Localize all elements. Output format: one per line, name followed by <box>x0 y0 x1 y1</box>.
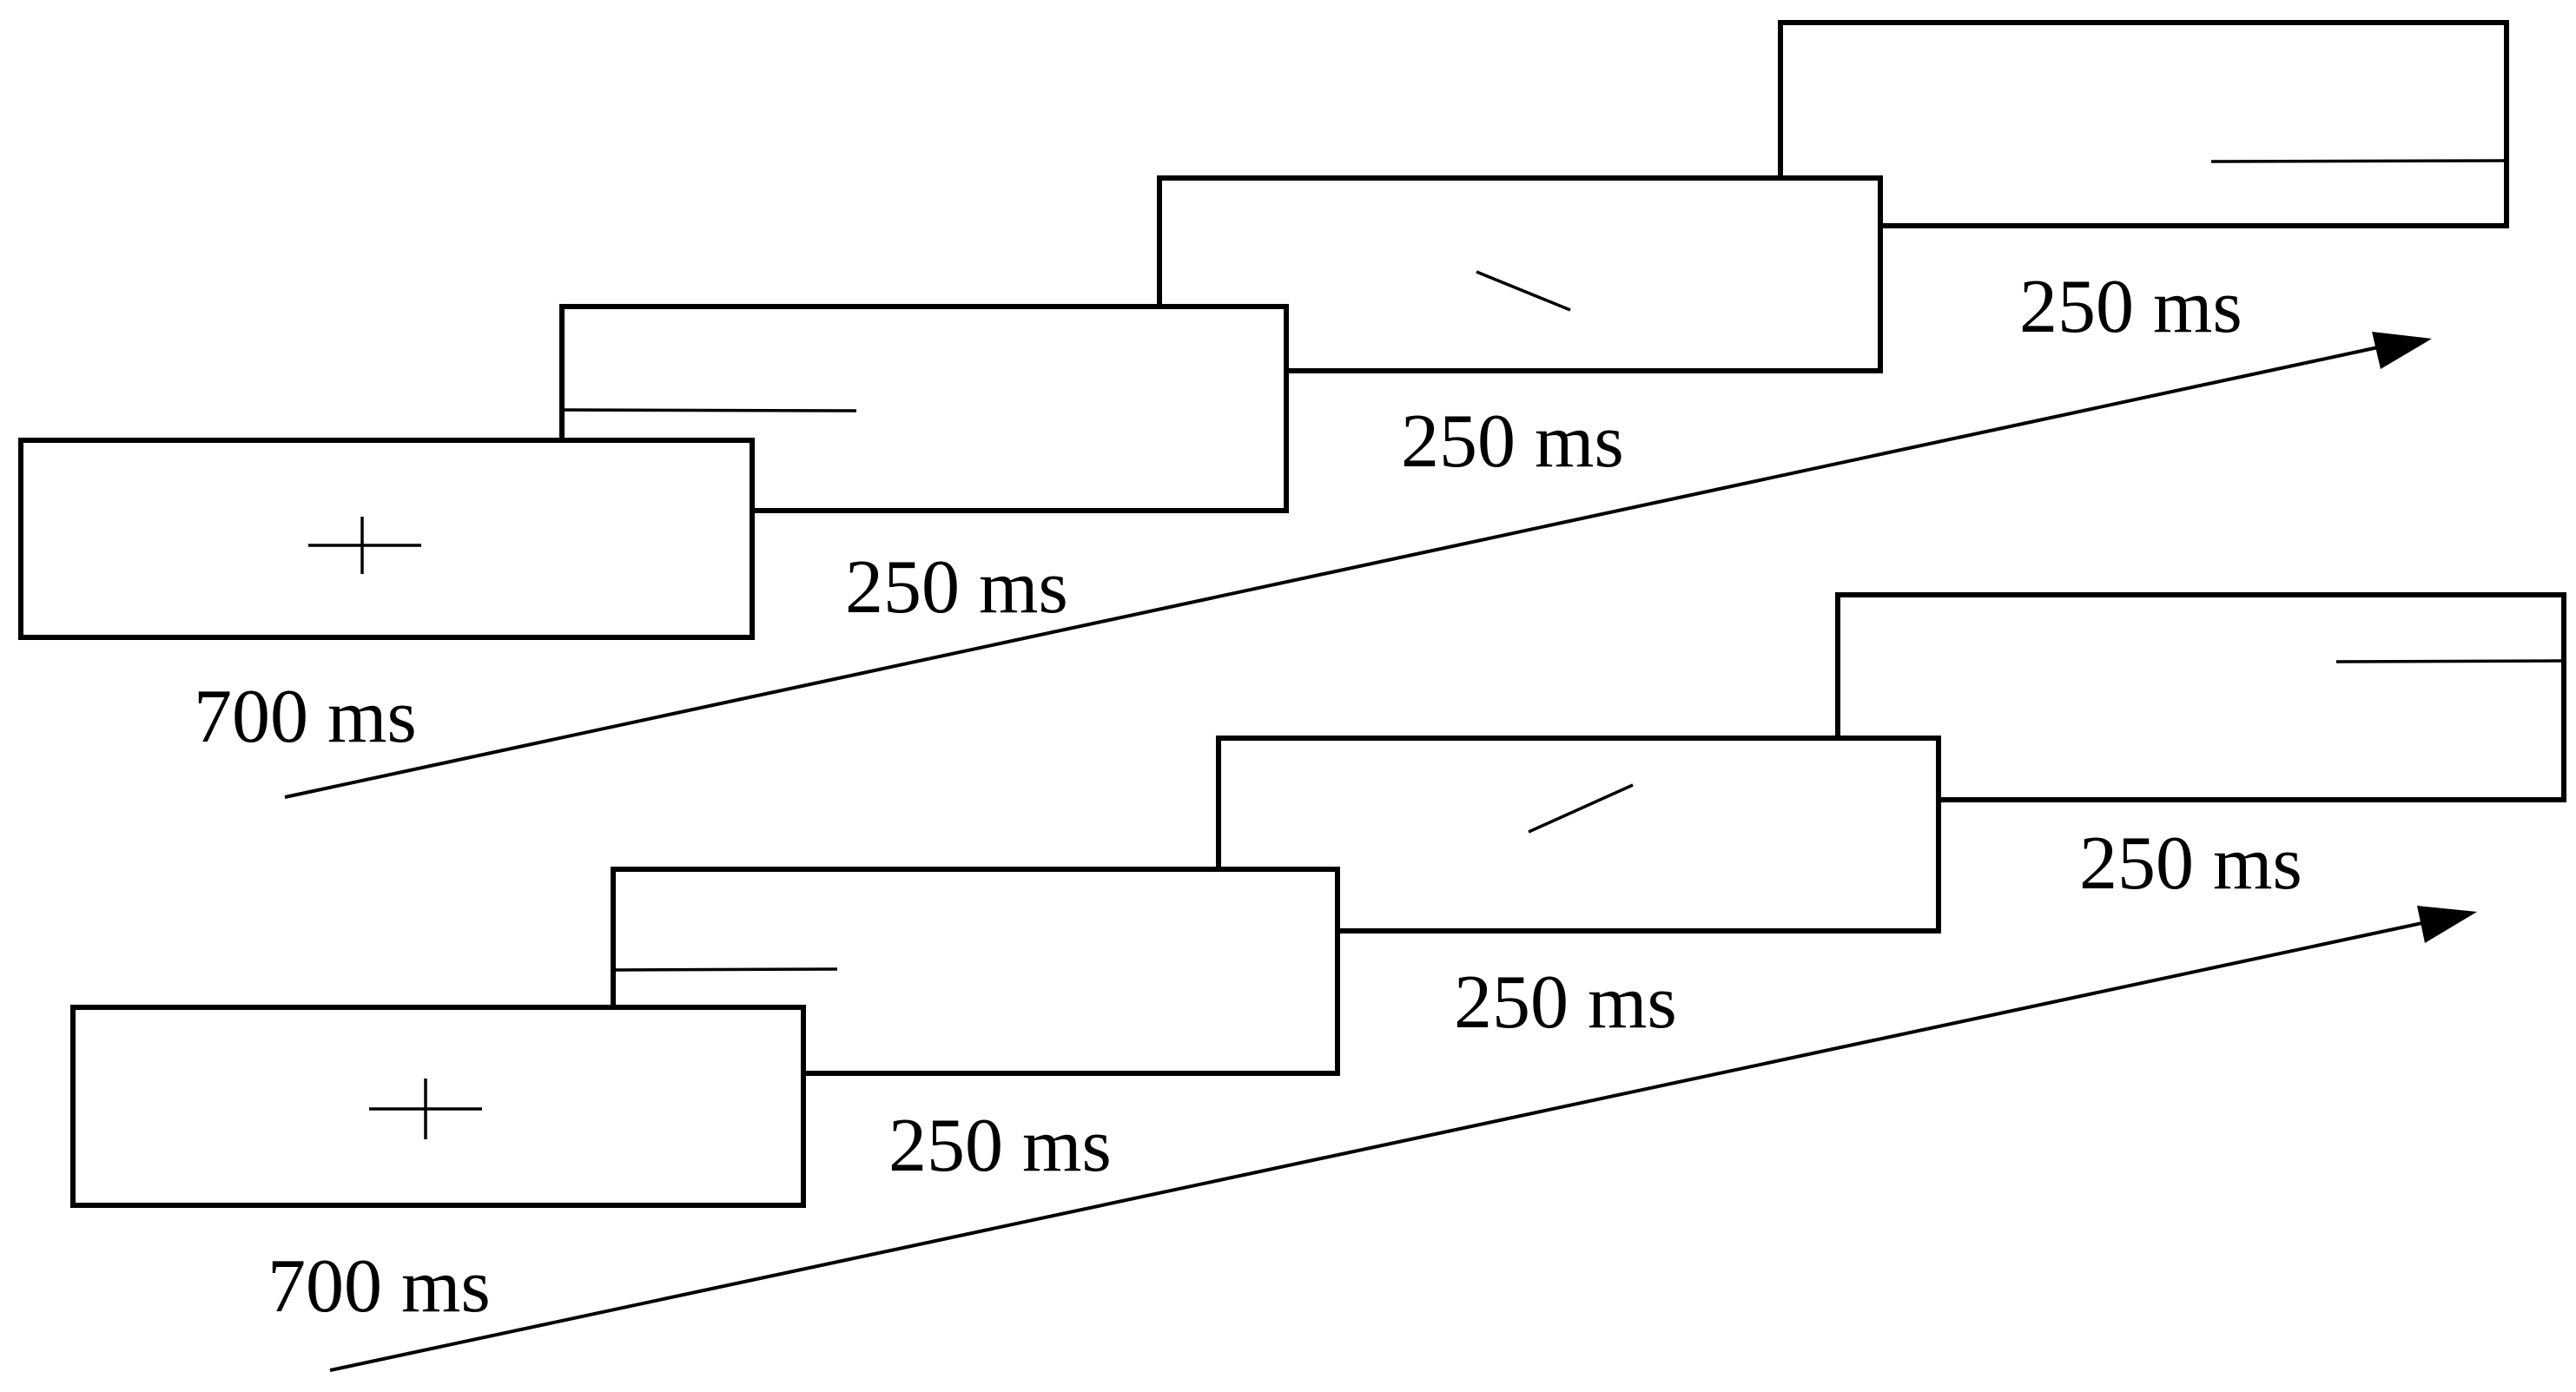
sequence-1-frame-4-duration: 250 ms <box>2019 265 2242 349</box>
sequence-1-frame-3-duration: 250 ms <box>1401 399 1624 484</box>
sequence-2-frame-4-duration: 250 ms <box>2079 821 2302 906</box>
sequence-2-frame-1 <box>70 1005 806 1208</box>
sequence-2-frame-3-duration: 250 ms <box>1454 960 1677 1045</box>
sequence-2-frame-1-duration: 700 ms <box>268 1244 491 1329</box>
sequence-2-frame-4-horizontal-line <box>2335 659 2563 663</box>
sequence-1-frame-2-duration: 250 ms <box>845 545 1068 630</box>
sequence-1-frame-4-horizontal-line <box>2210 159 2506 163</box>
sequence-2-frame-4 <box>1835 592 2566 802</box>
sequence-1: 250 ms 250 ms 250 ms 700 ms <box>18 20 2509 799</box>
sequence-1-frame-2-horizontal-line <box>563 408 857 412</box>
sequence-1-timeline-arrow <box>284 343 2391 799</box>
sequence-2-frame-3-tilted-line <box>1528 783 1634 834</box>
sequence-2-arrowhead <box>2417 906 2477 943</box>
sequence-1-frame-4 <box>1778 20 2509 228</box>
sequence-1-fixation-cross-icon <box>308 517 421 574</box>
sequence-2: 250 ms 250 ms 250 ms 700 ms <box>70 592 2566 1372</box>
sequence-2-fixation-cross-icon <box>369 1079 482 1139</box>
sequence-2-frame-2-horizontal-line <box>614 967 838 972</box>
sequence-1-frame-1 <box>18 438 755 640</box>
sequence-1-frame-3-tilted-line <box>1476 270 1571 312</box>
sequence-2-frame-2-duration: 250 ms <box>888 1104 1112 1188</box>
sequence-1-frame-1-duration: 700 ms <box>194 675 417 759</box>
sequence-1-arrowhead <box>2372 332 2432 369</box>
sequence-2-timeline-arrow <box>329 919 2435 1372</box>
